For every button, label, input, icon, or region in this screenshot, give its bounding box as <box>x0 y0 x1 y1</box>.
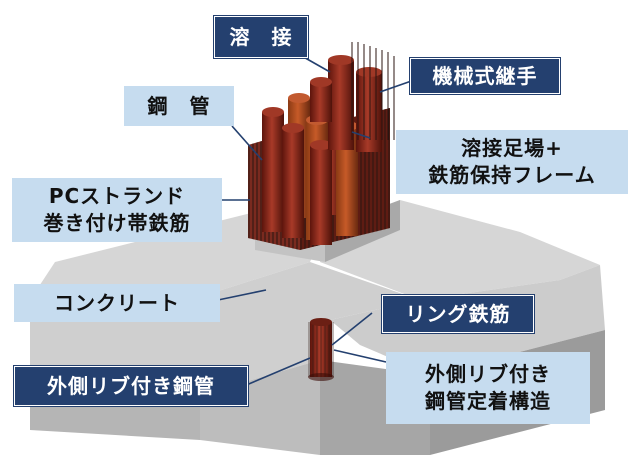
steel-pipe-cage <box>248 42 395 250</box>
label-concrete: コンクリート <box>14 284 220 322</box>
label-ribbed-pipe: 外側リブ付き鋼管 <box>13 365 249 407</box>
label-ring-rebar: リング鉄筋 <box>381 294 535 334</box>
label-mechanical-joint: 機械式継手 <box>409 57 561 95</box>
label-scaffold-frame: 溶接足場+ 鉄筋保持フレーム <box>396 130 628 194</box>
label-steel-pipe: 鋼 管 <box>124 86 234 126</box>
label-pc-strand: PCストランド 巻き付け帯鉄筋 <box>12 178 222 242</box>
label-anchorage: 外側リブ付き 鋼管定着構造 <box>386 352 590 424</box>
ribbed-pipe-anchor <box>308 318 334 381</box>
label-welding: 溶 接 <box>213 15 309 59</box>
